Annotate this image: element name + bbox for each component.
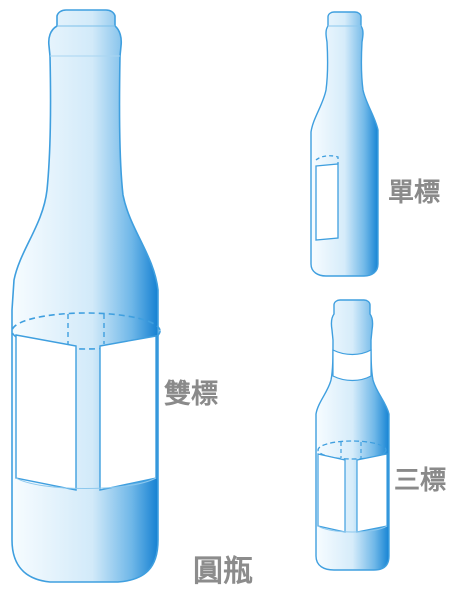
single-label-bottle — [310, 11, 379, 277]
triple-label-left-panel — [317, 453, 346, 533]
triple-label-bottle — [315, 299, 390, 571]
triple-label-caption: 三標 — [394, 466, 447, 496]
double-label-left-panel — [15, 334, 77, 491]
triple-label-neck-panel — [332, 348, 372, 382]
triple-label-right-panel — [356, 453, 388, 533]
single-label-caption: 單標 — [388, 178, 441, 208]
double-label-right-panel — [99, 335, 157, 491]
diagram-title: 圓瓶 — [193, 554, 253, 589]
single-label-panel — [315, 163, 339, 241]
double-label-bottle — [11, 9, 161, 583]
double-label-bottle-body — [11, 9, 159, 583]
double-label-caption: 雙標 — [164, 379, 218, 410]
